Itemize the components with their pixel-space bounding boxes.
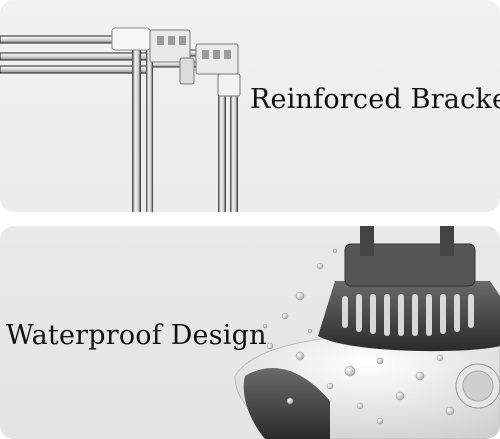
joint-1: [111, 27, 151, 51]
pole-1: [132, 44, 141, 212]
feature-label-bracket: Reinforced Bracket: [250, 84, 500, 115]
waterproof-illustration: [234, 226, 500, 439]
pole-3: [218, 80, 226, 212]
joint-5: [217, 73, 241, 97]
feature-panel-bracket: Reinforced Bracket: [0, 0, 500, 212]
pole-2: [146, 44, 153, 212]
feature-label-waterproof: Waterproof Design: [6, 320, 267, 351]
water-droplets: [262, 248, 455, 425]
rail-2: [0, 52, 151, 61]
rail-3: [0, 65, 151, 74]
joint-3: [179, 57, 195, 85]
heater-shell: [243, 368, 330, 439]
feature-panel-waterproof: Waterproof Design: [0, 226, 500, 439]
pole-4: [230, 80, 238, 212]
bracket-illustration: [0, 27, 241, 212]
joint-2: [149, 29, 191, 63]
